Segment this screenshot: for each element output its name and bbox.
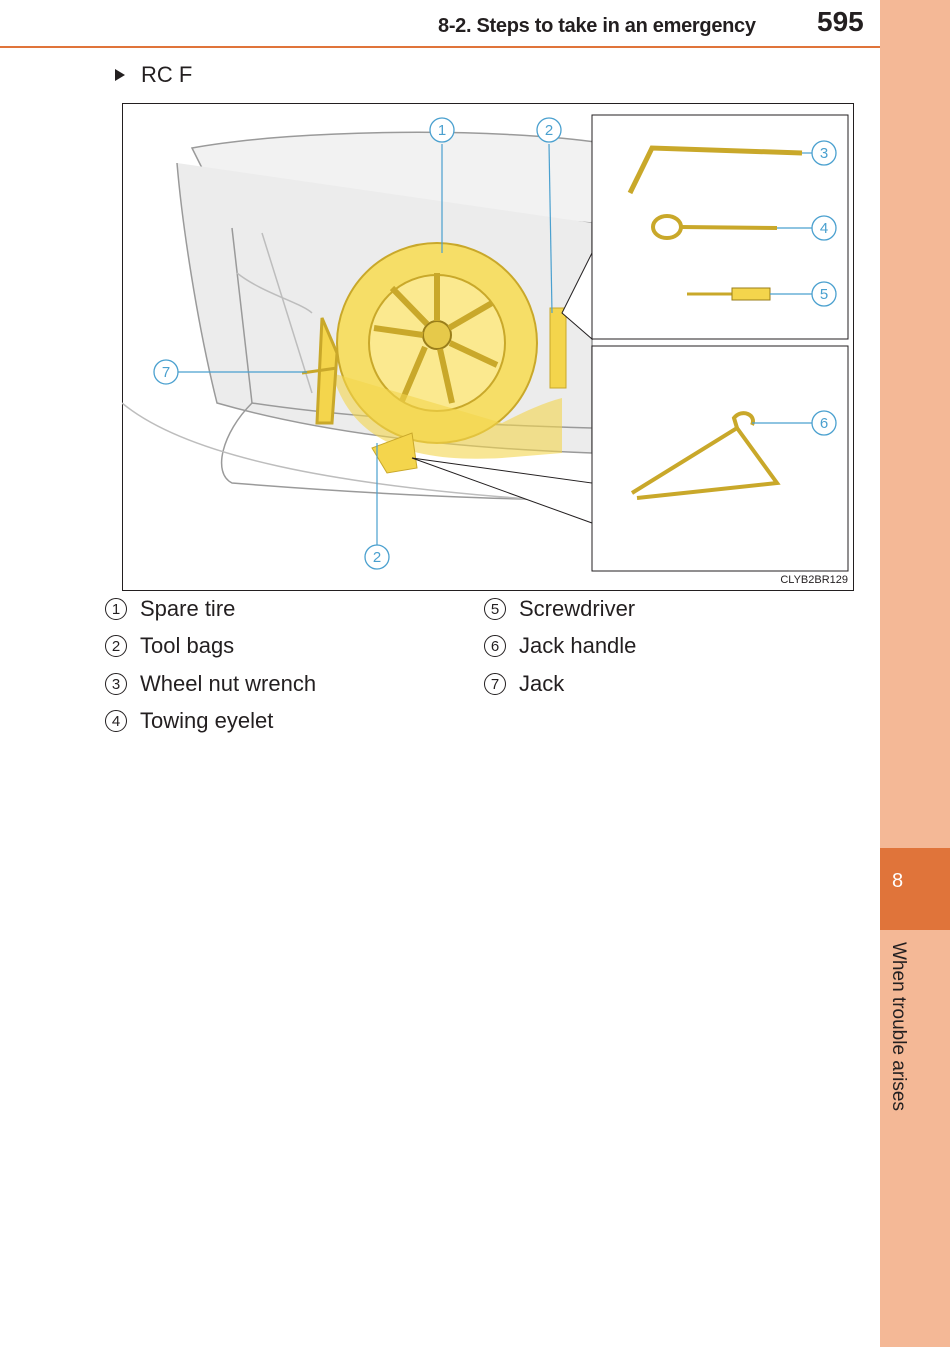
inset-panel-jack-handle	[591, 345, 849, 572]
legend-label: Wheel nut wrench	[140, 671, 317, 696]
chapter-title: When trouble arises	[888, 942, 909, 1111]
legend-number: 4	[105, 710, 127, 732]
tool-bag-bottom	[371, 432, 418, 474]
legend-number: 1	[105, 598, 127, 620]
spare-tire-drawing	[332, 242, 562, 459]
legend-label: Spare tire	[140, 596, 236, 621]
legend-number: 2	[105, 635, 127, 657]
legend-item: 7 Jack	[484, 671, 564, 697]
callout-1: 1	[438, 122, 446, 139]
legend-number: 3	[105, 673, 127, 695]
side-band	[880, 0, 950, 1347]
legend-label: Jack	[519, 671, 565, 696]
callout-2-top: 2	[545, 122, 553, 139]
callout-4: 4	[820, 220, 828, 237]
callout-5: 5	[820, 286, 828, 303]
legend-item: 2 Tool bags	[105, 633, 234, 659]
model-heading: RC F	[115, 62, 192, 88]
section-title: 8-2. Steps to take in an emergency	[438, 15, 756, 37]
page-number: 595	[817, 6, 864, 37]
jack-handle-drawing	[630, 411, 781, 500]
legend-number: 5	[484, 598, 506, 620]
legend-item: 4 Towing eyelet	[105, 708, 273, 734]
legend-number: 6	[484, 635, 506, 657]
trunk-tools-illustration: 1 2 3 4 5 6 7 2 CLYB2BR129	[122, 103, 854, 591]
tool-bag-right	[549, 307, 567, 389]
jack-drawing	[301, 317, 339, 425]
model-heading-text: RC F	[141, 62, 193, 87]
callout-2-bottom: 2	[373, 549, 381, 566]
legend-item: 6 Jack handle	[484, 633, 636, 659]
legend-number: 7	[484, 673, 506, 695]
legend-label: Jack handle	[519, 633, 637, 658]
callout-7: 7	[162, 364, 170, 381]
legend-label: Towing eyelet	[140, 708, 274, 733]
wheel-nut-wrench-drawing	[627, 145, 803, 195]
figure-code: CLYB2BR129	[780, 574, 848, 586]
screwdriver-drawing	[687, 287, 771, 301]
header-rule	[0, 46, 880, 48]
legend-item: 1 Spare tire	[105, 596, 235, 622]
towing-eyelet-drawing	[651, 214, 778, 240]
legend-item: 3 Wheel nut wrench	[105, 671, 316, 697]
callout-3: 3	[820, 145, 828, 162]
legend-label: Screwdriver	[519, 596, 636, 621]
legend-item: 5 Screwdriver	[484, 596, 635, 622]
callout-6: 6	[820, 415, 828, 432]
chapter-number: 8	[892, 870, 904, 892]
legend-label: Tool bags	[140, 633, 235, 658]
chapter-tab	[880, 848, 950, 930]
bullet-triangle-icon	[115, 69, 125, 81]
